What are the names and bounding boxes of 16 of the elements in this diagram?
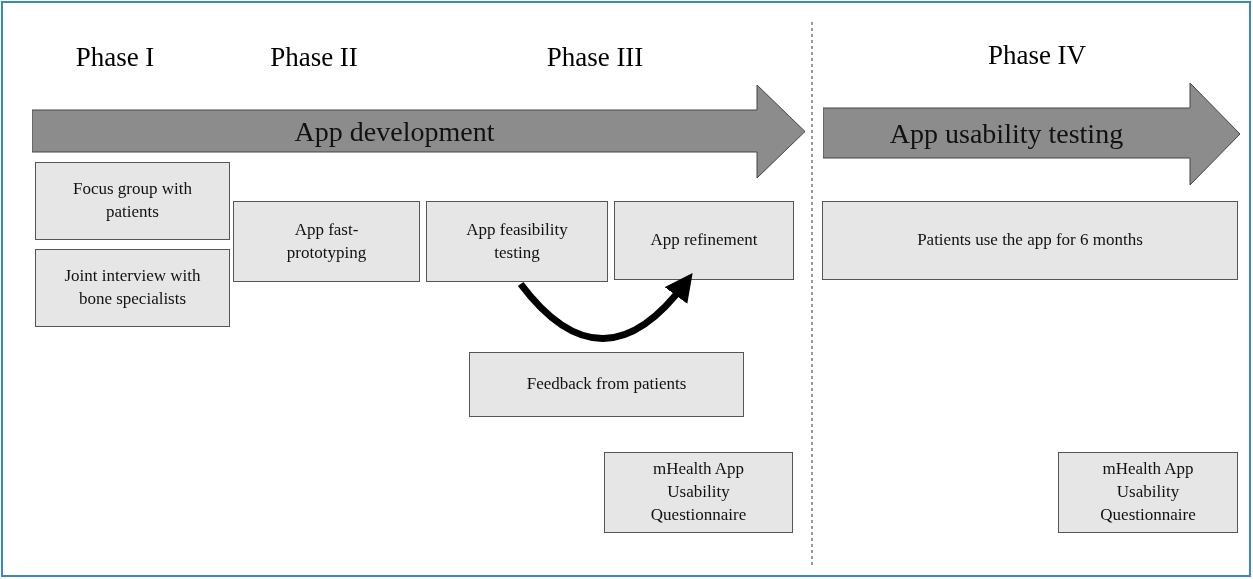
- process-box: Joint interview with bone specialists: [35, 249, 230, 327]
- curved-arrow: [517, 273, 693, 342]
- stage-banner: App usability testing: [823, 83, 1240, 185]
- process-box: Focus group with patients: [35, 162, 230, 240]
- process-box: App fast-prototyping: [233, 201, 420, 282]
- process-box: mHealth App Usability Questionnaire: [1058, 452, 1238, 533]
- process-box: App refinement: [614, 201, 794, 280]
- process-box: Patients use the app for 6 months: [822, 201, 1238, 280]
- phase-heading: Phase IV: [987, 40, 1087, 71]
- process-box: App feasibility testing: [426, 201, 608, 282]
- process-box: Feedback from patients: [469, 352, 744, 417]
- phase-heading: Phase II: [270, 42, 358, 73]
- phase-heading: Phase I: [75, 42, 155, 73]
- process-box: mHealth App Usability Questionnaire: [604, 452, 793, 533]
- stage-banner: App development: [32, 85, 805, 178]
- phase-heading: Phase III: [546, 42, 644, 73]
